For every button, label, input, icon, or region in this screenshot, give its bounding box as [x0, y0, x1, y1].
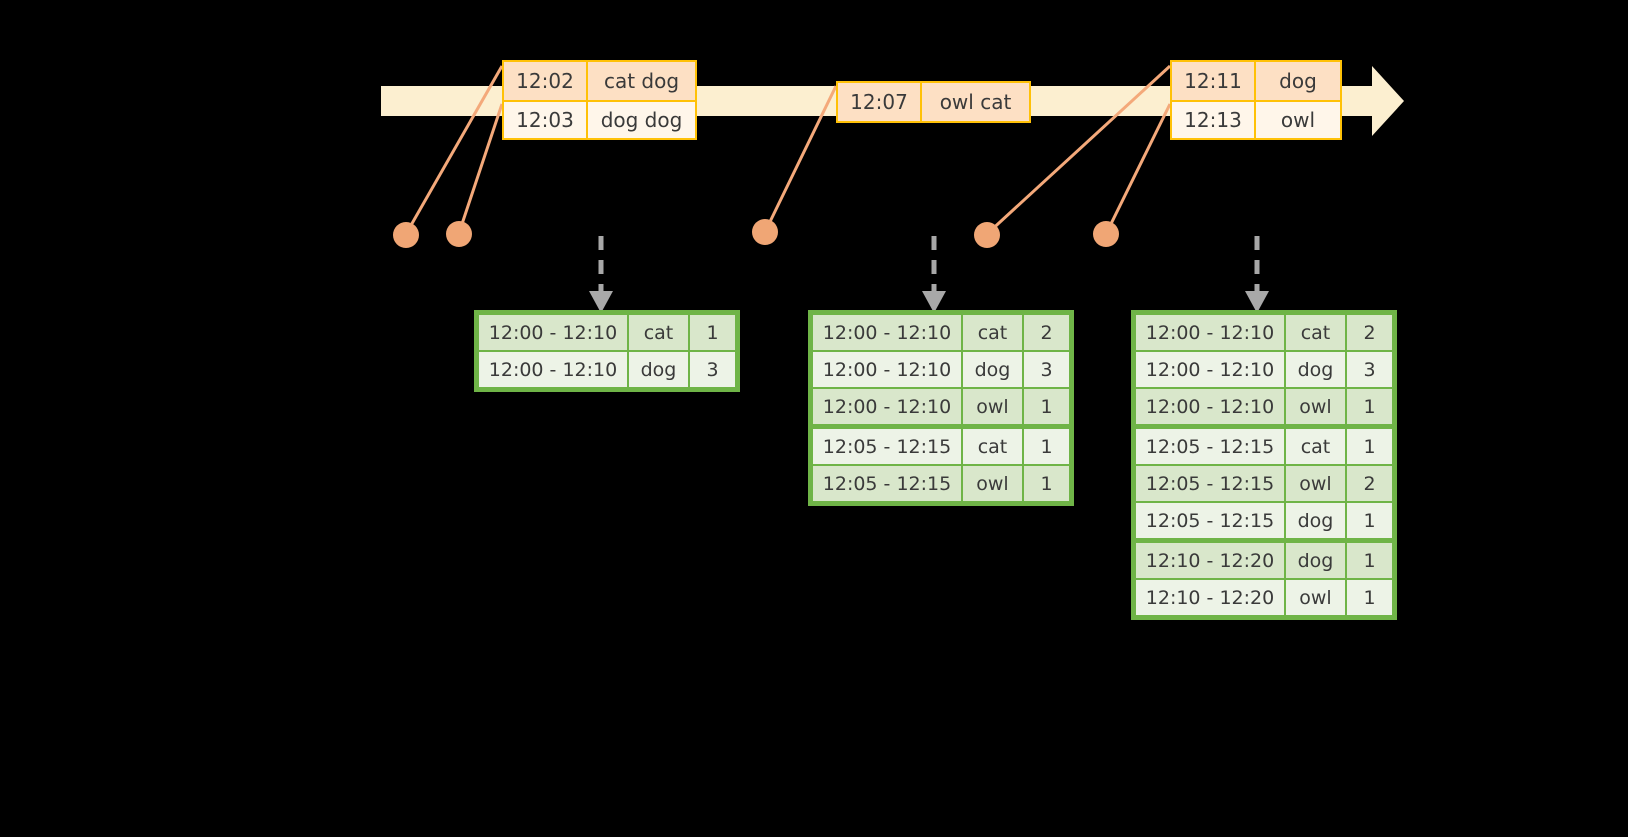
cell-count: 3: [690, 352, 735, 387]
cell-count: 3: [1347, 352, 1392, 387]
cell-word: owl: [963, 389, 1022, 424]
connector-lines: [404, 64, 1172, 236]
cell-window: 12:00 - 12:10: [1136, 389, 1284, 424]
event-words: owl: [1256, 102, 1340, 138]
cell-count: 1: [1347, 389, 1392, 424]
event-row[interactable]: 12:07 owl cat: [838, 83, 1029, 121]
event-row[interactable]: 12:11 dog: [1172, 62, 1340, 100]
connector-line-4: [985, 64, 1172, 236]
table-row[interactable]: 12:10 - 12:20 owl 1: [1136, 580, 1392, 615]
table-row[interactable]: 12:00 - 12:10 dog 3: [813, 352, 1069, 387]
event-marker-3: [752, 219, 778, 245]
table-row[interactable]: 12:00 - 12:10 dog 3: [1136, 352, 1392, 387]
cell-window: 12:00 - 12:10: [479, 315, 627, 350]
cell-word: dog: [629, 352, 688, 387]
cell-count: 1: [1347, 503, 1392, 538]
cell-window: 12:05 - 12:15: [1136, 503, 1284, 538]
event-marker-1: [393, 222, 419, 248]
event-time: 12:03: [504, 102, 588, 138]
cell-word: cat: [963, 315, 1022, 350]
cell-word: owl: [1286, 466, 1345, 501]
table-row[interactable]: 12:10 - 12:20 dog 1: [1136, 543, 1392, 578]
table-row[interactable]: 12:00 - 12:10 owl 1: [813, 389, 1069, 424]
cell-count: 1: [1347, 580, 1392, 615]
cell-word: owl: [1286, 389, 1345, 424]
connector-line-3: [763, 85, 838, 233]
cell-count: 1: [1024, 389, 1069, 424]
cell-window: 12:10 - 12:20: [1136, 580, 1284, 615]
table-row[interactable]: 12:00 - 12:10 cat 2: [1136, 315, 1392, 350]
event-words: owl cat: [922, 83, 1029, 121]
table-row[interactable]: 12:00 - 12:10 cat 1: [479, 315, 735, 350]
connector-line-5: [1104, 103, 1172, 235]
cell-count: 1: [690, 315, 735, 350]
cell-word: dog: [963, 352, 1022, 387]
event-time: 12:13: [1172, 102, 1256, 138]
cell-window: 12:00 - 12:10: [813, 352, 961, 387]
event-words: cat dog: [588, 62, 695, 100]
event-markers: [393, 219, 1119, 248]
event-time: 12:07: [838, 83, 922, 121]
cell-window: 12:05 - 12:15: [1136, 466, 1284, 501]
connector-line-2: [457, 103, 504, 234]
event-row[interactable]: 12:03 dog dog: [504, 100, 695, 138]
event-row[interactable]: 12:13 owl: [1172, 100, 1340, 138]
cell-window: 12:05 - 12:15: [813, 466, 961, 501]
cell-window: 12:00 - 12:10: [813, 315, 961, 350]
table-row[interactable]: 12:05 - 12:15 owl 1: [813, 466, 1069, 501]
cell-count: 3: [1024, 352, 1069, 387]
cell-word: owl: [963, 466, 1022, 501]
cell-window: 12:10 - 12:20: [1136, 543, 1284, 578]
event-words: dog dog: [588, 102, 695, 138]
cell-word: owl: [1286, 580, 1345, 615]
table-row[interactable]: 12:00 - 12:10 owl 1: [1136, 389, 1392, 424]
cell-window: 12:05 - 12:15: [813, 429, 961, 464]
cell-window: 12:00 - 12:10: [479, 352, 627, 387]
event-time: 12:02: [504, 62, 588, 100]
table-row[interactable]: 12:00 - 12:10 dog 3: [479, 352, 735, 387]
table-row[interactable]: 12:05 - 12:15 cat 1: [813, 429, 1069, 464]
cell-count: 1: [1347, 429, 1392, 464]
cell-window: 12:00 - 12:10: [813, 389, 961, 424]
emit-arrows: [589, 236, 1269, 313]
emit-arrow-2: [922, 236, 946, 313]
cell-count: 2: [1024, 315, 1069, 350]
cell-word: dog: [1286, 543, 1345, 578]
aggregation-result-table-3[interactable]: 12:00 - 12:10 cat 2 12:00 - 12:10 dog 3 …: [1131, 310, 1397, 620]
cell-word: cat: [1286, 315, 1345, 350]
cell-window: 12:00 - 12:10: [1136, 315, 1284, 350]
cell-word: cat: [963, 429, 1022, 464]
event-group-2[interactable]: 12:07 owl cat: [836, 81, 1031, 123]
event-words: dog: [1256, 62, 1340, 100]
cell-word: cat: [629, 315, 688, 350]
connector-line-1: [404, 65, 504, 235]
event-row[interactable]: 12:02 cat dog: [504, 62, 695, 100]
event-group-1[interactable]: 12:02 cat dog 12:03 dog dog: [502, 60, 697, 140]
table-row[interactable]: 12:05 - 12:15 owl 2: [1136, 466, 1392, 501]
emit-arrow-3: [1245, 236, 1269, 313]
cell-count: 2: [1347, 315, 1392, 350]
cell-count: 1: [1347, 543, 1392, 578]
table-row[interactable]: 12:05 - 12:15 dog 1: [1136, 503, 1392, 538]
event-time: 12:11: [1172, 62, 1256, 100]
aggregation-result-table-2[interactable]: 12:00 - 12:10 cat 2 12:00 - 12:10 dog 3 …: [808, 310, 1074, 506]
cell-count: 2: [1347, 466, 1392, 501]
event-marker-4: [974, 222, 1000, 248]
cell-word: cat: [1286, 429, 1345, 464]
cell-word: dog: [1286, 352, 1345, 387]
table-row[interactable]: 12:00 - 12:10 cat 2: [813, 315, 1069, 350]
emit-arrow-1: [589, 236, 613, 313]
event-marker-2: [446, 221, 472, 247]
cell-count: 1: [1024, 466, 1069, 501]
cell-count: 1: [1024, 429, 1069, 464]
aggregation-result-table-1[interactable]: 12:00 - 12:10 cat 1 12:00 - 12:10 dog 3: [474, 310, 740, 392]
cell-window: 12:00 - 12:10: [1136, 352, 1284, 387]
event-marker-5: [1093, 221, 1119, 247]
table-row[interactable]: 12:05 - 12:15 cat 1: [1136, 429, 1392, 464]
cell-word: dog: [1286, 503, 1345, 538]
cell-window: 12:05 - 12:15: [1136, 429, 1284, 464]
event-group-3[interactable]: 12:11 dog 12:13 owl: [1170, 60, 1342, 140]
